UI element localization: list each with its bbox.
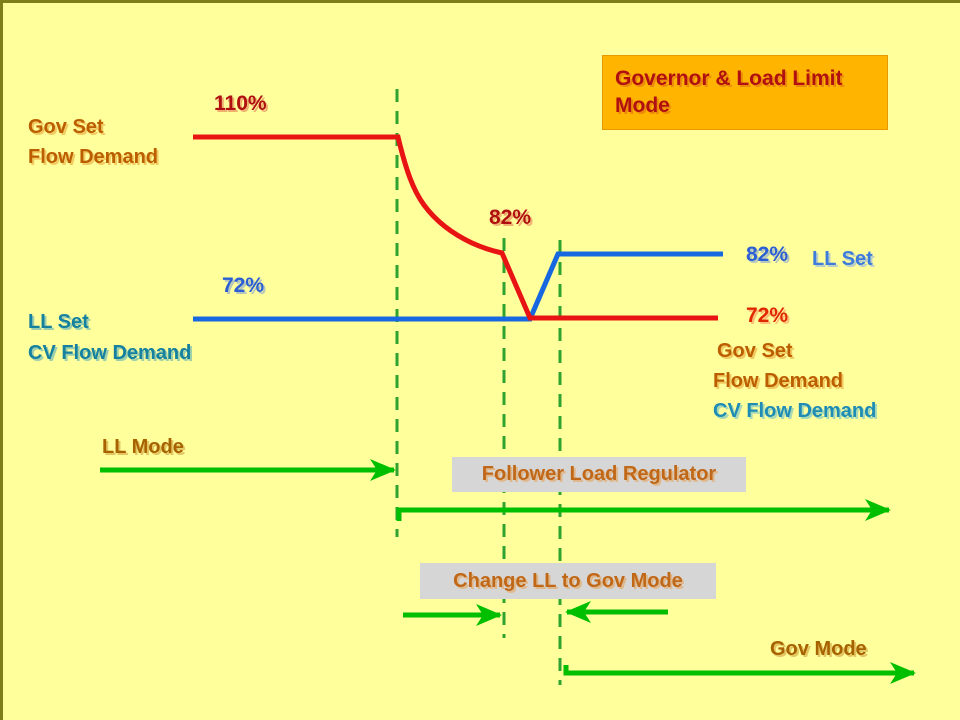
slide-border-top <box>0 0 960 3</box>
gov-set-label-left: Gov Set Flow Demand <box>28 112 158 172</box>
value-72pct-left: 72% <box>222 274 265 297</box>
value-82pct-right: 82% <box>746 243 789 266</box>
gov-set-right-line1: Gov Set <box>717 340 793 362</box>
ll-set-line <box>193 251 723 322</box>
gov-mode-arrow <box>563 662 916 684</box>
gov-set-label-line1: Gov Set <box>28 116 104 138</box>
gov-mode-label: Gov Mode <box>770 638 867 660</box>
gov-set-line <box>193 134 718 321</box>
gov-set-label-right: Gov Set Flow Demand CV Flow Demand <box>713 336 876 426</box>
follower-load-regulator-callout: Follower Load Regulator <box>452 457 746 492</box>
ll-set-label-left: LL Set CV Flow Demand <box>28 307 191 369</box>
gov-set-label-line2: Flow Demand <box>28 146 159 168</box>
ll-set-label-line2: CV Flow Demand <box>28 342 192 364</box>
ll-set-label-right: LL Set <box>812 248 873 270</box>
ll-mode-label: LL Mode <box>102 436 184 458</box>
slide-border-left <box>0 0 3 720</box>
cv-flow-demand-label-right: CV Flow Demand <box>713 400 877 422</box>
gov-set-right-line2: Flow Demand <box>713 370 844 392</box>
value-82pct-mid: 82% <box>489 206 532 229</box>
value-110pct: 110% <box>214 92 267 115</box>
slide-title: Governor & Load Limit Mode <box>602 55 888 130</box>
ll-set-label-line1: LL Set <box>28 311 89 333</box>
follower-load-regulator-arrow <box>396 499 891 521</box>
value-72pct-right: 72% <box>746 304 789 327</box>
change-ll-to-gov-callout: Change LL to Gov Mode <box>420 563 716 599</box>
